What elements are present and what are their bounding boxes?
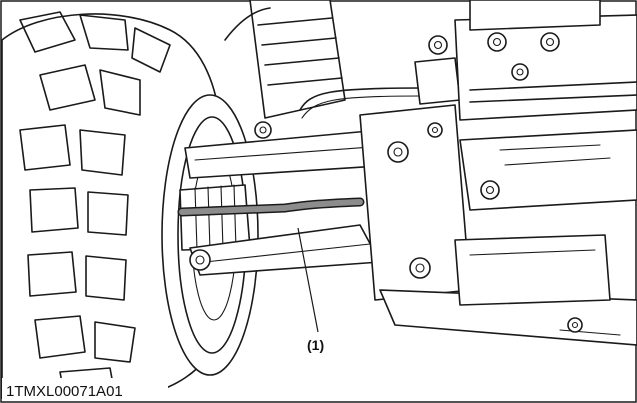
figure-code-backing (2, 378, 168, 401)
cv-boot (179, 184, 251, 251)
highlighted-tube (177, 197, 365, 217)
brake-hose (299, 87, 421, 111)
tire (1, 11, 221, 399)
callout-leader-line (297, 227, 319, 333)
frame-bracket (359, 104, 471, 301)
frame-rail (379, 234, 637, 346)
callout-label-1: (1) (307, 337, 324, 353)
figure-code: 1TMXL00071A01 (6, 383, 123, 400)
clamp-bracket (414, 35, 461, 105)
lower-arm (189, 224, 381, 276)
upper-arm (184, 121, 396, 179)
shock-absorber (224, 0, 346, 119)
chassis-right (454, 0, 637, 211)
